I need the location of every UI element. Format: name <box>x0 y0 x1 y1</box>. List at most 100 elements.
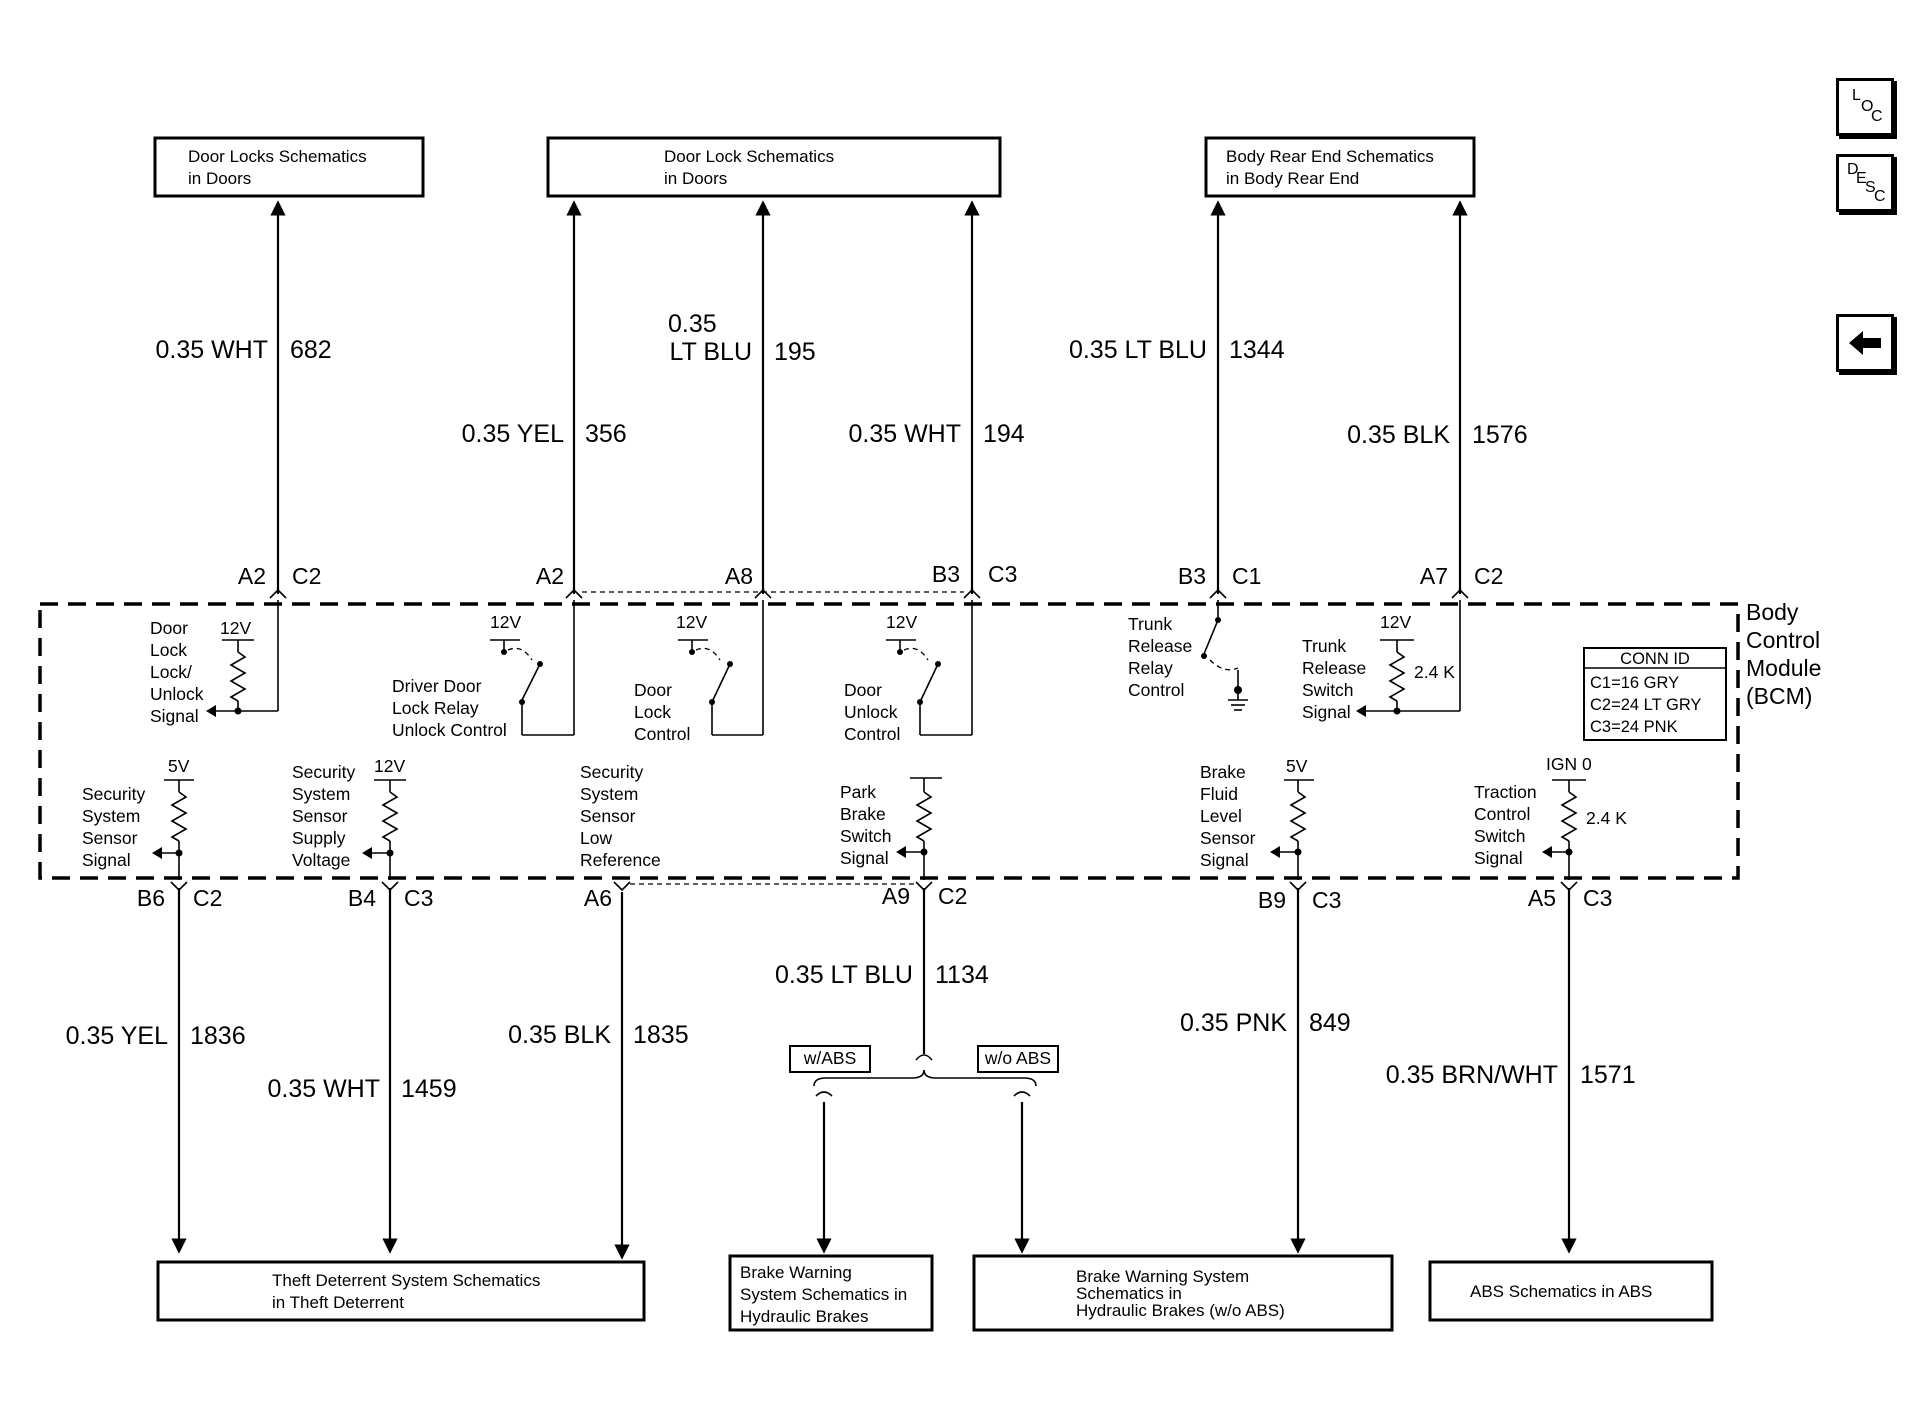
bottom-box-brake-abs-line2: System Schematics in <box>740 1285 907 1304</box>
ground-icon <box>1228 690 1248 711</box>
desc-button[interactable]: D E S C <box>1836 154 1894 212</box>
sec-low-ref-l5: Reference <box>580 850 661 870</box>
park-brake-l2: Brake <box>840 804 886 824</box>
brake-fluid-circuit: 5V Brake Fluid Level Sensor Signal <box>1200 756 1314 880</box>
conn-1134: C2 <box>938 883 967 909</box>
park-brake-l1: Park <box>840 782 876 802</box>
sec-sensor-signal-circuit: 5V Security System Sensor Signal <box>82 756 194 880</box>
wire-label-195-color: LT BLU <box>670 338 752 366</box>
park-brake-circuit: Park Brake Switch Signal <box>840 777 942 880</box>
bottom-box-theft-deterrent: Theft Deterrent System Schematics in The… <box>156 1260 646 1322</box>
wire-label-195-size: 0.35 <box>668 310 717 338</box>
pin-849: B9 <box>1258 887 1286 913</box>
wire-label-194-circuit: 194 <box>983 420 1025 448</box>
back-arrow-icon <box>1849 331 1881 355</box>
top-box-body-rear-end-line2: in Body Rear End <box>1226 169 1359 188</box>
brake-fluid-l3: Level <box>1200 806 1242 826</box>
door-lock-control-l3: Control <box>634 724 690 744</box>
trunk-switch-voltage: 12V <box>1380 612 1411 632</box>
bottom-box-abs-line1: ABS Schematics in ABS <box>1470 1282 1652 1301</box>
driver-door-relay-circuit: 12V Driver Door Lock Relay Unlock Contro… <box>392 600 575 740</box>
trunk-relay-l3: Relay <box>1128 658 1173 678</box>
top-connector-pins: A2 C2 A2 A8 B3 C3 B3 C1 A7 C2 <box>238 561 1503 599</box>
trunk-relay-l1: Trunk <box>1128 614 1172 634</box>
top-wires <box>270 200 1468 594</box>
trunk-relay-l2: Release <box>1128 636 1192 656</box>
sec-supply-circuit: 12V Security System Sensor Supply Voltag… <box>292 756 406 880</box>
wire-label-849-color: 0.35 PNK <box>1180 1009 1287 1037</box>
sec-supply-l2: System <box>292 784 350 804</box>
resistor-icon <box>915 791 933 842</box>
sec-sensor-signal-l4: Signal <box>82 850 131 870</box>
sec-sensor-signal-voltage: 5V <box>168 756 190 776</box>
trunk-switch-resistor: 2.4 K <box>1414 662 1455 682</box>
resistor-icon <box>170 791 188 842</box>
door-unlock-control-l1: Door <box>844 680 882 700</box>
door-lock-signal-l5: Signal <box>150 706 199 726</box>
bottom-box-brake-warning-abs: Brake Warning System Schematics in Hydra… <box>728 1254 934 1332</box>
door-unlock-control-l3: Control <box>844 724 900 744</box>
traction-voltage: IGN 0 <box>1546 754 1592 774</box>
door-lock-control-l1: Door <box>634 680 672 700</box>
bcm-label-line2: Control <box>1746 627 1820 653</box>
brake-fluid-l4: Sensor <box>1200 828 1256 848</box>
pin-1134: A9 <box>882 883 910 909</box>
loc-letter-c: C <box>1871 108 1883 125</box>
wire-label-1344-circuit: 1344 <box>1229 336 1285 364</box>
trunk-switch-circuit: 12V 2.4 K Trunk Release Switch Signal <box>1302 600 1461 722</box>
pin-195: A8 <box>725 563 753 589</box>
brace-icon <box>813 1069 1037 1087</box>
bottom-box-brake-abs-line3: Hydraulic Brakes <box>740 1307 869 1326</box>
conn-1459: C3 <box>404 885 433 911</box>
pin-1836: B6 <box>137 885 165 911</box>
bottom-box-brake-warning-noabs: Brake Warning System Schematics in Hydra… <box>972 1254 1394 1332</box>
trunk-switch-l3: Switch <box>1302 680 1354 700</box>
back-button[interactable] <box>1836 314 1894 372</box>
traction-l3: Switch <box>1474 826 1526 846</box>
pin-356: A2 <box>536 563 564 589</box>
driver-door-l1: Driver Door <box>392 676 482 696</box>
wire-label-1459-color: 0.35 WHT <box>267 1075 380 1103</box>
top-box-body-rear-end-line1: Body Rear End Schematics <box>1226 147 1434 166</box>
wire-label-356-circuit: 356 <box>585 420 627 448</box>
top-box-door-locks-line2: in Doors <box>188 169 251 188</box>
brake-fluid-voltage: 5V <box>1286 756 1308 776</box>
pin-194: B3 <box>932 561 960 587</box>
wire-label-682-color: 0.35 WHT <box>155 336 268 364</box>
door-lock-signal-voltage: 12V <box>220 618 251 638</box>
loc-letter-l: L <box>1852 87 1861 104</box>
wire-label-1835-color: 0.35 BLK <box>508 1021 611 1049</box>
desc-letter-e: E <box>1856 170 1867 187</box>
sec-supply-l1: Security <box>292 762 355 782</box>
wire-label-1134-color: 0.35 LT BLU <box>775 961 913 989</box>
driver-door-l2: Lock Relay <box>392 698 479 718</box>
top-box-door-locks-line1: Door Locks Schematics <box>188 147 367 166</box>
conn-682: C2 <box>292 563 321 589</box>
sec-low-ref-circuit: Security System Sensor Low Reference <box>580 762 661 870</box>
desc-letter-d: D <box>1847 161 1859 178</box>
loc-button[interactable]: L O C <box>1836 78 1894 136</box>
conn-1571: C3 <box>1583 885 1612 911</box>
wire-label-1835-circuit: 1835 <box>633 1021 689 1049</box>
top-box-door-lock-line2: in Doors <box>664 169 727 188</box>
bottom-connector-pins: B6 C2 B4 C3 A6 A9 C2 B9 C3 A5 C3 <box>137 881 1612 913</box>
desc-letter-c: C <box>1874 188 1886 205</box>
bottom-box-brake-noabs-line3: Hydraulic Brakes (w/o ABS) <box>1076 1301 1285 1320</box>
top-wire-labels: 0.35 WHT 682 0.35 YEL 356 0.35 LT BLU 19… <box>155 310 1527 449</box>
abs-option-split: w/ABS w/o ABS <box>789 1045 1059 1254</box>
wire-label-1836-color: 0.35 YEL <box>66 1022 169 1050</box>
door-unlock-control-voltage: 12V <box>886 612 917 632</box>
door-lock-signal-circuit: 12V Door Lock Lock/ Unlock Signal <box>150 600 279 726</box>
bcm-label-line4: (BCM) <box>1746 683 1812 709</box>
door-lock-signal-l1: Door <box>150 618 188 638</box>
sec-supply-l4: Supply <box>292 828 346 848</box>
door-lock-signal-l3: Lock/ <box>150 662 192 682</box>
pin-1835: A6 <box>584 885 612 911</box>
wire-label-849-circuit: 849 <box>1309 1009 1351 1037</box>
traction-resistor: 2.4 K <box>1586 808 1627 828</box>
top-box-door-locks: Door Locks Schematics in Doors <box>153 136 425 198</box>
wire-label-1571-circuit: 1571 <box>1580 1061 1636 1089</box>
option-with-abs: w/ABS <box>803 1048 857 1068</box>
pin-1459: B4 <box>348 885 376 911</box>
